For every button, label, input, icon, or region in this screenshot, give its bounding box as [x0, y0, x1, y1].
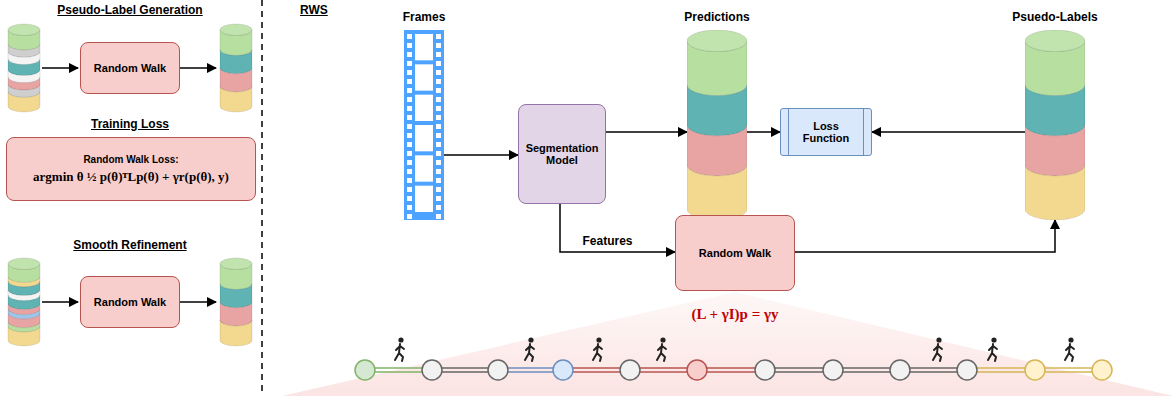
cylinder: [8, 24, 40, 112]
arrow: [606, 131, 687, 133]
heading: Psuedo-Labels: [985, 10, 1125, 24]
process-bar: [788, 109, 789, 155]
arrow: [747, 131, 780, 133]
walker-icon: [657, 337, 666, 361]
process-box: Random Walk: [80, 42, 180, 94]
arrow: [560, 204, 675, 252]
cylinder-art: [1025, 30, 1085, 220]
model-box: Segmentation Model: [518, 104, 606, 204]
box-label: Loss Function: [795, 120, 857, 144]
edge-label: Features: [580, 234, 634, 248]
cylinder: [1025, 30, 1085, 220]
arrow: [795, 220, 1055, 252]
cylinder-art: [687, 30, 747, 220]
process-box: Random Walk: [80, 276, 180, 328]
section-heading: Training Loss: [91, 117, 169, 131]
walker-icon: [1065, 337, 1074, 361]
fan: [282, 292, 1173, 396]
cylinder: [687, 30, 747, 220]
process-box: Random Walk: [675, 215, 795, 291]
cylinder: [8, 258, 40, 346]
cylinder: [220, 24, 252, 112]
equation: (L + γI)p = γy: [692, 306, 779, 323]
section-heading: Pseudo-Label Generation: [57, 3, 202, 17]
walker-icon: [593, 337, 602, 361]
section-heading: Smooth Refinement: [73, 238, 186, 252]
film-strip-art: [404, 30, 444, 220]
data-cylinder: Psuedo-Labels: [1025, 10, 1085, 220]
heading: Frames: [364, 10, 484, 24]
formula: argmin θ ½ p(θ)ᵀLp(θ) + γr(p(θ), y): [33, 169, 229, 185]
walker-icon: [988, 337, 997, 361]
box-label: Random Walk: [699, 247, 771, 259]
walker-icon: [933, 337, 942, 361]
heading: Predictions: [647, 10, 787, 24]
arrow: [872, 131, 1025, 133]
process-bar: [863, 109, 864, 155]
film-strip: Frames: [404, 10, 444, 220]
process-box: Random Walk Loss: argmin θ ½ p(θ)ᵀLp(θ) +…: [6, 137, 256, 201]
section-heading: RWS: [300, 3, 328, 17]
box-label: Segmentation Model: [526, 142, 599, 166]
arrow: [444, 154, 518, 156]
walker-icon: [395, 337, 404, 361]
walk-chain: [355, 337, 1112, 380]
box-label: Random Walk: [94, 62, 166, 74]
data-cylinder: Predictions: [687, 10, 747, 220]
box-label: Random Walk: [94, 296, 166, 308]
process-box: Loss Function: [780, 108, 872, 156]
cylinder: [220, 258, 252, 346]
walker-icon: [525, 337, 534, 361]
divider: [261, 0, 263, 396]
box-label: Random Walk Loss:: [83, 154, 178, 165]
